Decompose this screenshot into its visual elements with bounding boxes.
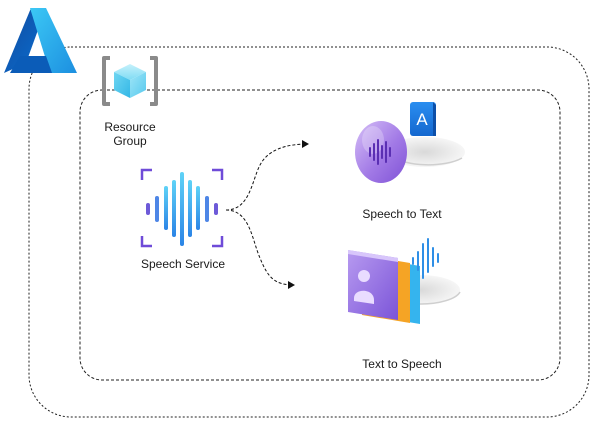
text-to-speech-icon: [348, 238, 461, 324]
subscription-boundary: [28, 46, 590, 418]
speech-to-text-icon: A: [355, 102, 465, 183]
text-to-speech-label: Text to Speech: [362, 357, 441, 371]
resource-group-label-line2: Group: [113, 134, 147, 148]
edge-speech-service-to-speech-to-text: [225, 140, 309, 211]
resource-group-boundary: [79, 89, 561, 381]
resource-group-label-line1: Resource: [104, 120, 156, 134]
speech-to-text-label: Speech to Text: [362, 207, 442, 221]
resource-group-cube-icon: [102, 56, 158, 106]
speech-service-label: Speech Service: [141, 257, 225, 271]
edge-speech-service-to-text-to-speech: [225, 209, 295, 289]
speech-to-text-badge-letter: A: [416, 110, 428, 129]
speech-waveform-icon: [140, 168, 224, 248]
azure-logo-icon: [4, 8, 77, 73]
